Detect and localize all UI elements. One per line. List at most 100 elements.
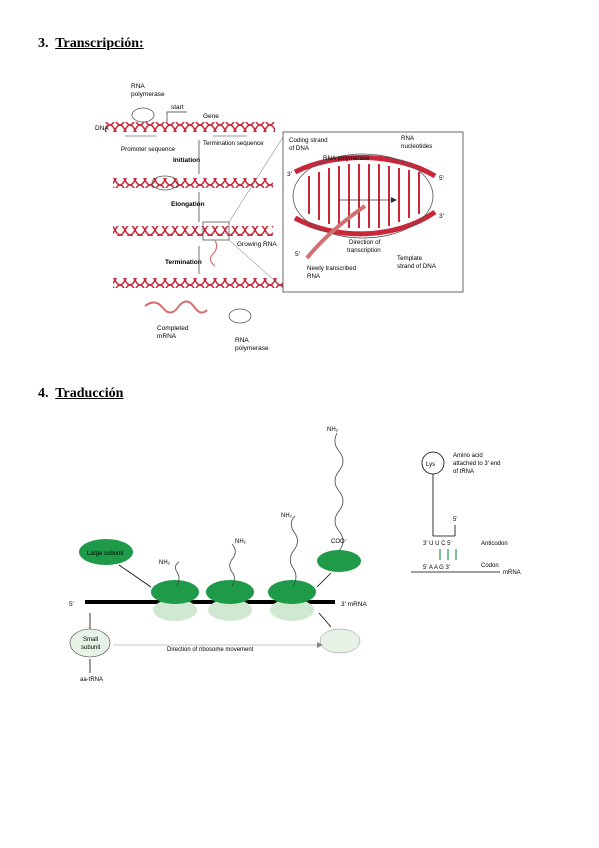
- label-nh2-3: NH₂: [281, 513, 293, 519]
- label-3prime-mrna: 3' mRNA: [341, 601, 367, 608]
- label-template-strand-1: Template: [397, 255, 423, 262]
- label-5prime-a: 5': [439, 175, 444, 182]
- label-codon-seq: 5' A A G 3': [423, 565, 450, 571]
- label-direction-1: Direction of: [349, 239, 381, 246]
- label-rna-polymerase-top-1: RNA: [131, 83, 145, 90]
- label-coding-strand-2: of DNA: [289, 145, 310, 152]
- label-gene: Gene: [203, 113, 219, 120]
- direction-arrowhead: [317, 642, 323, 648]
- label-rna-polymerase-top-2: polymerase: [131, 91, 165, 98]
- large-subunit: [268, 580, 316, 604]
- section-heading-transcription: 3. Transcripción:: [38, 36, 144, 52]
- label-initiation: Initiation: [173, 157, 200, 164]
- rna-polymerase-top: [131, 107, 155, 123]
- label-amino-acid-1: Amino acid: [453, 453, 483, 459]
- label-trna-5prime: 5': [453, 517, 457, 523]
- label-5prime-b: 5': [295, 251, 300, 258]
- ribosome-1: [151, 561, 199, 621]
- label-promoter: Promoter sequence: [121, 146, 176, 153]
- label-newly-transcribed-2: RNA: [307, 273, 321, 280]
- label-rna-nucleotides-1: RNA: [401, 135, 415, 142]
- label-amino-acid-2: attached to 3' end: [453, 461, 501, 467]
- label-growing-rna: Growing RNA: [237, 241, 277, 248]
- label-template-strand-2: strand of DNA: [397, 263, 437, 270]
- label-small-subunit-1: Small: [83, 637, 98, 643]
- inset-dna-coding: [293, 154, 437, 179]
- label-codon: Codon: [481, 563, 499, 569]
- label-rna-polymerase-bottom-2: polymerase: [235, 345, 269, 352]
- label-completed-mrna-1: Completed: [157, 325, 189, 332]
- zoom-line-bottom: [228, 239, 286, 291]
- zoom-line-top: [228, 133, 286, 223]
- ribosome-2: [206, 543, 254, 621]
- label-rna-polymerase-inset: RNA polymerase: [323, 155, 370, 162]
- label-direction-ribosome: Direction of ribosome movement: [167, 647, 254, 653]
- label-3prime-b: 3': [439, 213, 444, 220]
- peptide-chain: [175, 561, 180, 587]
- section-number: 4.: [38, 386, 49, 401]
- label-rna-polymerase-bottom-1: RNA: [235, 337, 249, 344]
- peptide-chain: [289, 515, 298, 587]
- inset-direction-arrowhead: [391, 197, 397, 203]
- rna-polymerase-initiation: [151, 175, 179, 191]
- label-elongation: Elongation: [171, 201, 205, 208]
- rna-polymerase-released: [228, 308, 252, 324]
- label-small-subunit-2: subunit: [81, 645, 101, 651]
- label-nh2-4: NH₂: [327, 427, 339, 433]
- label-newly-transcribed-1: Newly transcribed: [307, 265, 357, 272]
- large-subunit: [206, 580, 254, 604]
- release-arrow: [316, 572, 332, 588]
- label-codon-mrna: mRNA: [503, 570, 521, 576]
- inset-newly-transcribed-rna: [305, 204, 367, 260]
- label-lys: Lys: [426, 462, 435, 468]
- label-rna-nucleotides-2: nucleotides: [401, 143, 432, 150]
- label-aa-trna: aa-tRNA: [80, 677, 103, 683]
- inset-polymerase-bubble: [292, 153, 434, 239]
- transcription-figure: RNA polymerase start Gene DNA Promoter s…: [95, 83, 464, 352]
- dna-helix-4: [113, 278, 283, 288]
- section-title: Transcripción:: [55, 36, 144, 51]
- dna-helix-3: [113, 226, 273, 236]
- inset-base-pairs: [308, 164, 420, 228]
- label-amino-acid-3: of tRNA: [453, 469, 474, 475]
- small-subunit-free: [69, 628, 111, 658]
- small-subunit: [270, 599, 314, 621]
- large-subunit-arrow: [118, 564, 152, 588]
- small-release-arrow: [318, 612, 332, 628]
- start-arrow: [166, 111, 187, 122]
- dna-helix-1: [105, 122, 275, 132]
- label-dna: DNA: [95, 125, 109, 132]
- label-5prime-mrna: 5': [69, 601, 74, 608]
- growing-rna-strand: [209, 239, 218, 267]
- ribosome-3: [268, 515, 316, 621]
- large-subunit-released: [317, 550, 361, 572]
- translation-figure: 5' 3' mRNA Large subunit NH₂ NH₂ NH₂ NH₂…: [69, 427, 521, 683]
- label-large-subunit: Large subunit: [87, 551, 124, 557]
- label-nh2-2: NH₂: [235, 539, 247, 545]
- label-direction-2: transcription: [347, 247, 381, 254]
- released-protein: [334, 432, 344, 552]
- label-completed-mrna-2: mRNA: [157, 333, 177, 340]
- label-termination-seq: Termination sequence: [203, 140, 264, 147]
- large-subunit: [151, 580, 199, 604]
- label-3prime-a: 3': [287, 171, 292, 178]
- small-subunit: [153, 599, 197, 621]
- small-subunit-released: [319, 628, 361, 654]
- rna-polymerase-elongation: [202, 221, 230, 241]
- label-start: start: [171, 104, 184, 111]
- label-anticodon-seq: 3' U U C 5': [423, 541, 452, 547]
- label-coding-strand-1: Coding strand: [289, 137, 328, 144]
- label-cooh: COO⁻: [331, 539, 348, 545]
- base-pairing: [439, 549, 457, 560]
- label-termination: Termination: [165, 259, 202, 266]
- section-title: Traducción: [55, 386, 124, 401]
- peptide-chain: [229, 543, 236, 587]
- section-heading-translation: 4. Traducción: [38, 386, 123, 402]
- large-subunit-free: [79, 539, 133, 565]
- small-subunit: [208, 599, 252, 621]
- label-anticodon: Anticodon: [481, 541, 508, 547]
- dna-helix-2: [113, 178, 273, 188]
- label-nh2-1: NH₂: [159, 560, 171, 566]
- completed-mrna: [144, 300, 208, 314]
- section-number: 3.: [38, 36, 49, 51]
